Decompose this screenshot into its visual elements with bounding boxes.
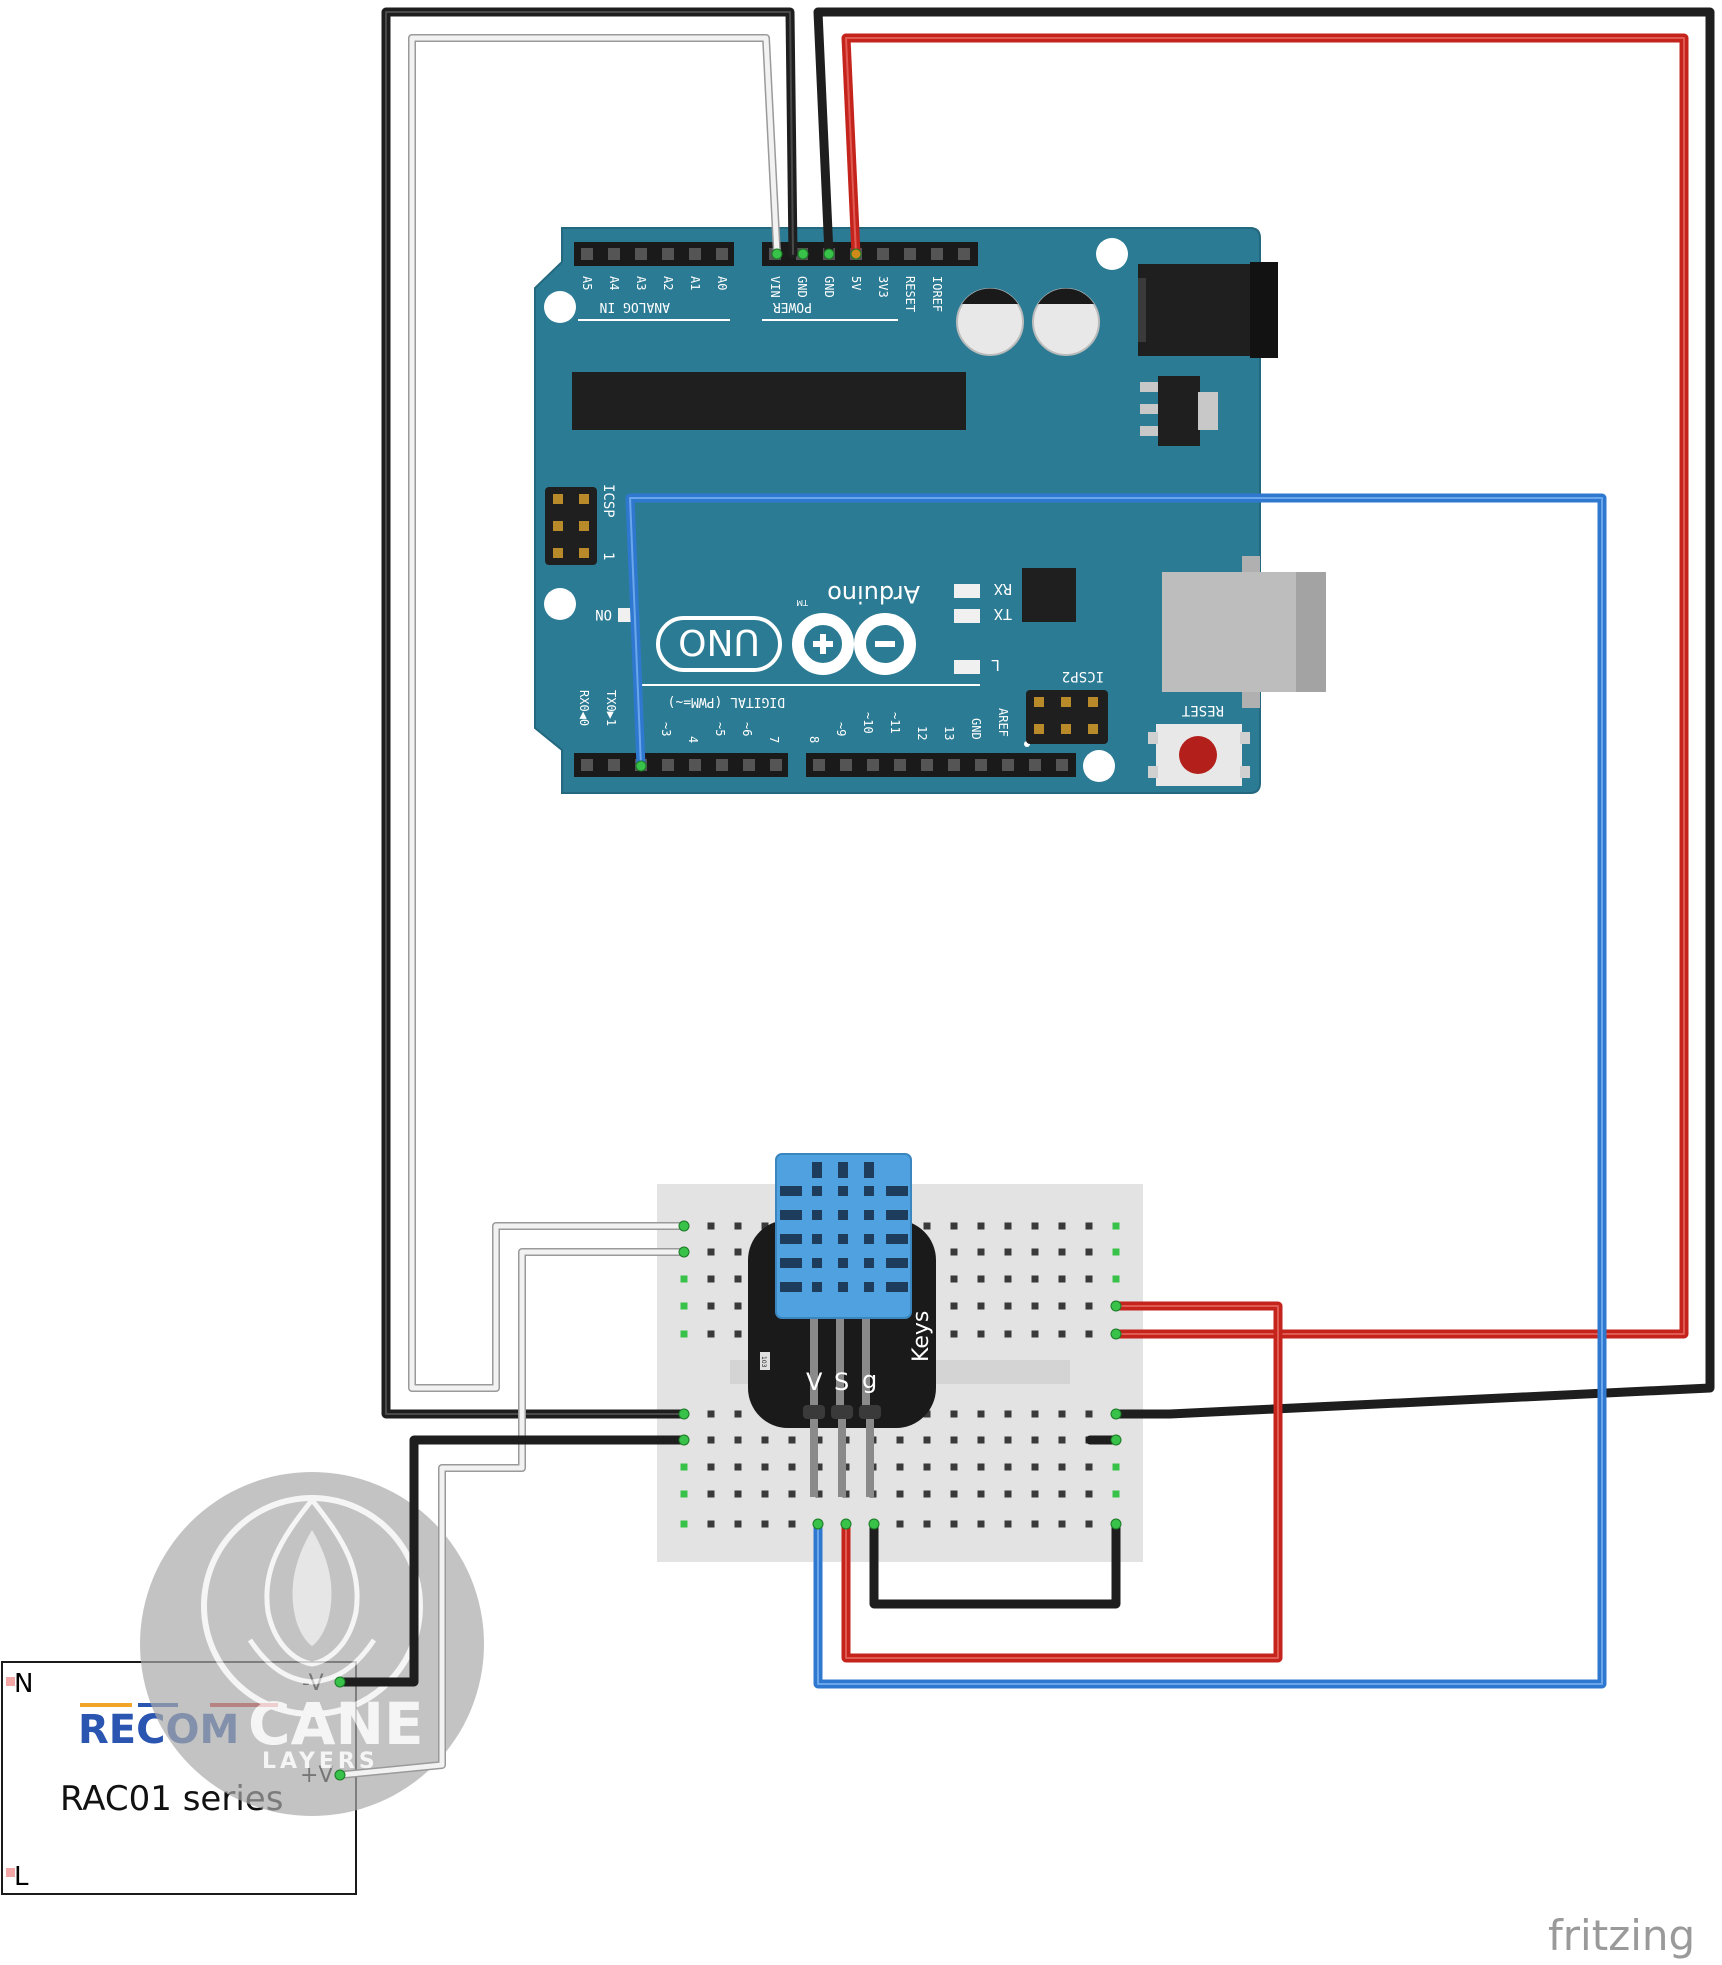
icsp2-label: ICSP2: [1062, 668, 1104, 684]
digital-pin-label: ~11: [888, 712, 902, 734]
wire-endpoints: [334, 248, 1122, 1781]
wire-red-5v: [841, 33, 1689, 1339]
resistor-label: 103: [760, 1356, 767, 1368]
capacitor-right: [1032, 288, 1100, 356]
digital-header-label: DIGITAL (PWM=~): [668, 694, 785, 709]
digital-pin-label: 12: [915, 726, 929, 740]
wire-black-gnd-left: [381, 7, 798, 1419]
wire-red-sensor-vcc: [841, 1301, 1283, 1663]
l-label: L: [991, 656, 1000, 674]
icsp-header: [545, 487, 597, 565]
trademark-label: TM: [796, 598, 809, 607]
reset-label: RESET: [1181, 702, 1224, 718]
power-pin-label: 5V: [849, 276, 863, 290]
uno-model-label: UNO: [678, 621, 760, 662]
digital-pin-label: RX0◀0: [577, 690, 591, 726]
digital-pin-label: TX0▶1: [604, 690, 618, 726]
uno-logo: UNO: [656, 616, 782, 672]
on-led: [618, 608, 632, 622]
digital-pin-label: 13: [942, 726, 956, 740]
sensor-brand-label: Keys: [909, 1311, 934, 1362]
analog-pin-label: A4: [607, 276, 621, 290]
digital-pin-label: 4: [686, 736, 700, 743]
power-header-label: POWER: [773, 299, 812, 314]
digital-pin-label: ~5: [713, 722, 727, 736]
tx-led: [954, 609, 980, 623]
usb-chip: [1022, 568, 1076, 622]
power-pin-label: RESET: [903, 276, 917, 312]
digital-pin-label: GND: [969, 718, 983, 740]
icsp-label: ICSP: [600, 484, 616, 518]
analog-pin-label: A1: [688, 276, 702, 290]
rx-led: [954, 584, 980, 598]
arduino-uno-board: A5 A4 A3 A2 A1 A0 ANALOG IN VIN GND GND …: [534, 227, 1326, 794]
rx-label: RX: [994, 580, 1012, 598]
wire-black-gnd-right: [813, 7, 1715, 1419]
analog-pin-label: A5: [580, 276, 594, 290]
capacitor-left: [956, 288, 1024, 356]
digital-pin-label: ~3: [659, 722, 673, 736]
digital-pin-label: ~10: [861, 712, 875, 734]
wire-white-vin: [408, 34, 781, 1392]
digital-pin-label: ~9: [834, 722, 848, 736]
sensor-pin-label-s: S: [834, 1368, 849, 1396]
sensor-pin-label-v: V: [806, 1368, 823, 1396]
analog-header-label: ANALOG IN: [600, 299, 670, 314]
dc-barrel-jack: [1138, 262, 1278, 358]
digital-pin-label: 8: [807, 736, 821, 743]
analog-pin-label: A0: [715, 276, 729, 290]
wire-black-sensor-gnd: [869, 1519, 1121, 1609]
sensor-pin-label-g: g: [862, 1366, 877, 1394]
dht11-sensor-module: 103 Keys V S g: [748, 1153, 936, 1497]
psu-n-terminal-label: N: [14, 1669, 33, 1699]
power-pin-label: 3V3: [876, 276, 890, 298]
on-led-label: ON: [595, 606, 612, 622]
digital-pin-label: 7: [767, 736, 781, 743]
wire-white-psu-vplus: [336, 1248, 688, 1779]
wires: [335, 7, 1715, 1779]
wire-blue-data: [625, 493, 1607, 1689]
power-pin-label: VIN: [768, 276, 782, 298]
reset-button[interactable]: [1148, 724, 1250, 786]
arduino-brand: Arduino: [827, 580, 920, 608]
sensor-vent-grid: [780, 1162, 908, 1292]
watermark-word: CANE: [248, 1690, 424, 1758]
digital-pin-label: ~6: [740, 722, 754, 736]
tx-label: TX: [994, 605, 1012, 623]
icsp2-header: [1026, 690, 1108, 744]
atmega-chip: [572, 372, 966, 430]
l-led: [954, 660, 980, 674]
wire-black-psu-vminus: [335, 1435, 689, 1687]
power-pin-label: GND: [822, 276, 836, 298]
analog-pin-label: A3: [634, 276, 648, 290]
icsp-pin1-label: 1: [600, 552, 616, 560]
fritzing-footer-logo: fritzing: [1548, 1911, 1695, 1960]
power-pin-label: IOREF: [930, 276, 944, 312]
analog-pin-label: A2: [661, 276, 675, 290]
usb-b-connector: [1162, 556, 1326, 708]
power-pin-label: GND: [795, 276, 809, 298]
digital-pin-label: AREF: [996, 708, 1010, 737]
psu-l-terminal-label: L: [14, 1862, 29, 1892]
voltage-regulator: [1140, 376, 1218, 446]
arduino-infinity-logo: [792, 613, 916, 675]
